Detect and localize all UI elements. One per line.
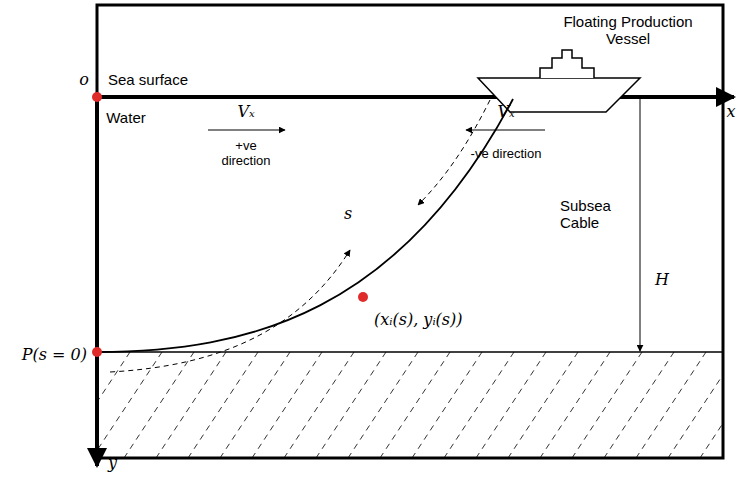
hatch-stroke bbox=[220, 352, 290, 458]
vessel-superstructure bbox=[540, 50, 594, 78]
x-axis-label: x bbox=[726, 103, 735, 121]
arc-length-arrow-up bbox=[110, 250, 350, 372]
hatch-stroke bbox=[348, 352, 418, 458]
touchdown-point bbox=[92, 347, 102, 357]
current-arrow-negative bbox=[466, 130, 545, 131]
current-label: Vₓ bbox=[237, 103, 254, 121]
direction-label: -ve direction bbox=[470, 147, 542, 162]
frame bbox=[97, 5, 723, 458]
vessel-label: Floating Production Vessel bbox=[563, 13, 693, 48]
hatch-stroke bbox=[412, 352, 482, 458]
hatch-stroke bbox=[380, 352, 450, 458]
hatch-stroke bbox=[284, 352, 354, 458]
depth-dimension bbox=[640, 97, 641, 351]
hatch-stroke bbox=[188, 352, 258, 458]
hatch-stroke bbox=[668, 352, 723, 458]
seabed-line bbox=[97, 351, 723, 353]
hatch-stroke bbox=[124, 352, 194, 458]
touchdown-label: P(s = 0) bbox=[22, 346, 87, 364]
origin-point bbox=[92, 92, 102, 102]
hatch-stroke bbox=[97, 352, 162, 458]
cable-point bbox=[358, 292, 368, 302]
point-label: (xᵢ(s), yᵢ(s)) bbox=[374, 311, 463, 329]
hatch-stroke bbox=[508, 352, 578, 458]
hatch-stroke bbox=[444, 352, 514, 458]
x-axis bbox=[97, 95, 734, 99]
cable-label: Subsea Cable bbox=[560, 197, 630, 232]
arc-length-label: s bbox=[344, 205, 352, 223]
hatch-stroke bbox=[604, 352, 674, 458]
seabed-hatching bbox=[97, 352, 723, 458]
hatch-stroke bbox=[97, 352, 130, 458]
hatch-stroke bbox=[700, 352, 723, 458]
hatch-stroke bbox=[540, 352, 610, 458]
hatch-stroke bbox=[252, 352, 322, 458]
subsea-cable bbox=[97, 99, 513, 352]
hatch-stroke bbox=[636, 352, 706, 458]
hatch-stroke bbox=[316, 352, 386, 458]
y-axis bbox=[95, 97, 99, 466]
depth-label: H bbox=[655, 271, 669, 289]
water-label: Water bbox=[106, 109, 145, 126]
y-axis-label: y bbox=[108, 454, 117, 472]
hatch-stroke bbox=[156, 352, 226, 458]
direction-label: +ve direction bbox=[210, 139, 282, 169]
current-label: Vₓ bbox=[497, 103, 514, 121]
hatch-stroke bbox=[476, 352, 546, 458]
hatch-stroke bbox=[572, 352, 642, 458]
origin-label: o bbox=[79, 71, 89, 89]
surface-label: Sea surface bbox=[108, 71, 188, 88]
current-arrow-positive bbox=[208, 130, 285, 131]
